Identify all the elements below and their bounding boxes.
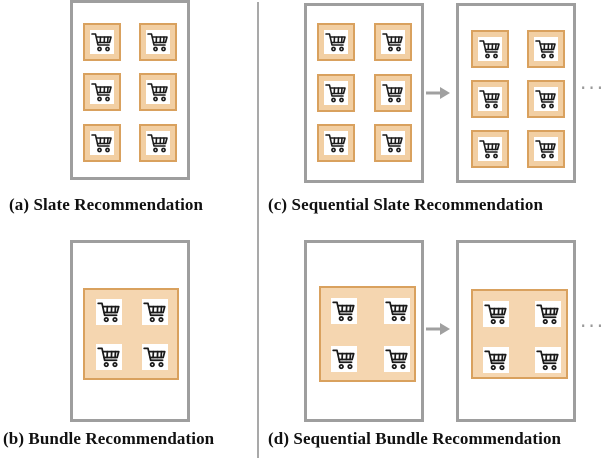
slate-frame bbox=[70, 0, 190, 180]
bundle-item bbox=[96, 344, 122, 370]
slate-item bbox=[83, 23, 121, 61]
shopping-cart-icon bbox=[332, 301, 355, 322]
caption-slate: (a) Slate Recommendation bbox=[9, 195, 204, 214]
slate-item bbox=[139, 124, 177, 162]
shopping-cart-icon bbox=[536, 350, 559, 371]
slate-item bbox=[374, 23, 412, 61]
bundle-item bbox=[142, 344, 168, 370]
shopping-cart-icon bbox=[147, 134, 168, 153]
slate-item bbox=[374, 74, 412, 112]
shopping-cart-icon bbox=[325, 33, 346, 52]
shopping-cart-icon bbox=[536, 304, 559, 325]
bundle-item bbox=[483, 301, 509, 327]
slate-item bbox=[374, 124, 412, 162]
slate-item bbox=[317, 74, 355, 112]
shopping-cart-icon bbox=[382, 84, 403, 103]
bundle-item bbox=[331, 298, 357, 324]
shopping-cart-icon bbox=[332, 349, 355, 370]
arrow-right-icon bbox=[426, 323, 450, 335]
bundle-item bbox=[96, 299, 122, 325]
continuation-dots: ··· bbox=[580, 314, 606, 338]
shopping-cart-icon bbox=[91, 134, 112, 153]
slate-item bbox=[527, 80, 565, 118]
bundle-item bbox=[535, 301, 561, 327]
shopping-cart-icon bbox=[479, 90, 500, 109]
shopping-cart-icon bbox=[325, 84, 346, 103]
slate-item bbox=[139, 23, 177, 61]
bundle-frame bbox=[70, 240, 190, 422]
shopping-cart-icon bbox=[147, 33, 168, 52]
shopping-cart-icon bbox=[479, 140, 500, 159]
bundle-item bbox=[483, 347, 509, 373]
continuation-dots: ··· bbox=[580, 76, 606, 100]
panel-divider bbox=[257, 2, 259, 458]
slate-item bbox=[83, 124, 121, 162]
sequential-slate-frame-2 bbox=[456, 3, 576, 183]
arrow-right-icon bbox=[426, 87, 450, 99]
slate-item bbox=[471, 130, 509, 168]
bundle-item bbox=[384, 298, 410, 324]
bundle-item bbox=[384, 346, 410, 372]
shopping-cart-icon bbox=[147, 83, 168, 102]
slate-item bbox=[83, 73, 121, 111]
slate-item bbox=[139, 73, 177, 111]
sequential-bundle-frame-2 bbox=[456, 240, 576, 422]
shopping-cart-icon bbox=[97, 302, 120, 323]
shopping-cart-icon bbox=[143, 347, 166, 368]
bundle-item bbox=[142, 299, 168, 325]
slate-item bbox=[317, 124, 355, 162]
shopping-cart-icon bbox=[535, 40, 556, 59]
bundle-item bbox=[331, 346, 357, 372]
slate-item bbox=[527, 30, 565, 68]
shopping-cart-icon bbox=[484, 350, 507, 371]
shopping-cart-icon bbox=[535, 140, 556, 159]
shopping-cart-icon bbox=[325, 134, 346, 153]
shopping-cart-icon bbox=[479, 40, 500, 59]
shopping-cart-icon bbox=[91, 83, 112, 102]
shopping-cart-icon bbox=[484, 304, 507, 325]
caption-bundle: (b) Bundle Recommendation bbox=[3, 429, 215, 448]
shopping-cart-icon bbox=[385, 349, 408, 370]
slate-item bbox=[471, 30, 509, 68]
bundle bbox=[83, 288, 179, 380]
shopping-cart-icon bbox=[385, 301, 408, 322]
slate-item bbox=[527, 130, 565, 168]
shopping-cart-icon bbox=[382, 134, 403, 153]
sequential-slate-frame-1 bbox=[304, 3, 424, 183]
caption-sequential-bundle: (d) Sequential Bundle Recommendation bbox=[268, 429, 562, 448]
shopping-cart-icon bbox=[97, 347, 120, 368]
shopping-cart-icon bbox=[91, 33, 112, 52]
slate-item bbox=[317, 23, 355, 61]
bundle bbox=[319, 286, 416, 382]
shopping-cart-icon bbox=[382, 33, 403, 52]
bundle bbox=[471, 289, 568, 379]
shopping-cart-icon bbox=[535, 90, 556, 109]
bundle-item bbox=[535, 347, 561, 373]
caption-sequential-slate: (c) Sequential Slate Recommendation bbox=[268, 195, 544, 214]
slate-item bbox=[471, 80, 509, 118]
shopping-cart-icon bbox=[143, 302, 166, 323]
sequential-bundle-frame-1 bbox=[304, 240, 424, 422]
